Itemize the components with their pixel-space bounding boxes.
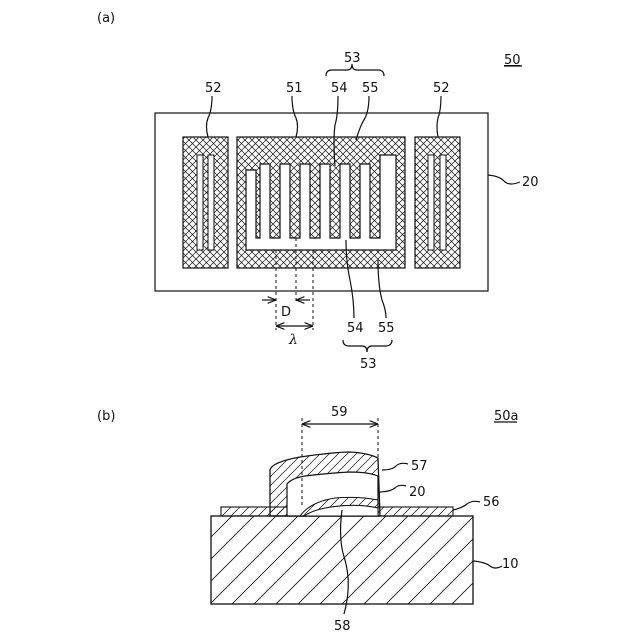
brace-group-bottom	[343, 340, 392, 352]
label-cavity: 58	[334, 619, 351, 634]
leader-cover	[382, 463, 408, 470]
idt-electrode	[237, 137, 405, 268]
label-base: 10	[502, 557, 519, 572]
label-width: 59	[331, 405, 348, 420]
leader-electrode	[453, 501, 480, 510]
label-cover: 57	[411, 459, 428, 474]
leader-base	[473, 561, 502, 568]
label-finger-top: 54	[331, 81, 348, 96]
leader-piezo	[378, 485, 406, 492]
label-dim-d: D	[281, 305, 291, 320]
label-electrode: 56	[483, 495, 500, 510]
panel-b-tag: (b)	[97, 409, 115, 424]
label-reflector-right: 52	[433, 81, 450, 96]
label-dim-lambda: λ	[288, 332, 298, 348]
reflector-left	[183, 137, 228, 268]
base-substrate	[211, 516, 473, 604]
panel-a-tag: (a)	[97, 11, 115, 26]
leader-busbar-top	[356, 96, 369, 140]
label-idt: 51	[286, 81, 303, 96]
leader-idt	[292, 96, 298, 137]
label-substrate: 20	[522, 175, 539, 190]
leader-substrate	[488, 175, 520, 184]
label-busbar-bottom: 55	[378, 321, 395, 336]
label-group-bottom: 53	[360, 357, 377, 372]
leader-reflector-left	[207, 96, 213, 137]
reflector-right	[415, 137, 460, 268]
label-reflector-left: 52	[205, 81, 222, 96]
leader-busbar-bottom	[378, 260, 386, 318]
label-piezo: 20	[409, 485, 426, 500]
label-group-top: 53	[344, 51, 361, 66]
label-busbar-top: 55	[362, 81, 379, 96]
leader-reflector-right	[437, 96, 441, 137]
label-finger-bottom: 54	[347, 321, 364, 336]
